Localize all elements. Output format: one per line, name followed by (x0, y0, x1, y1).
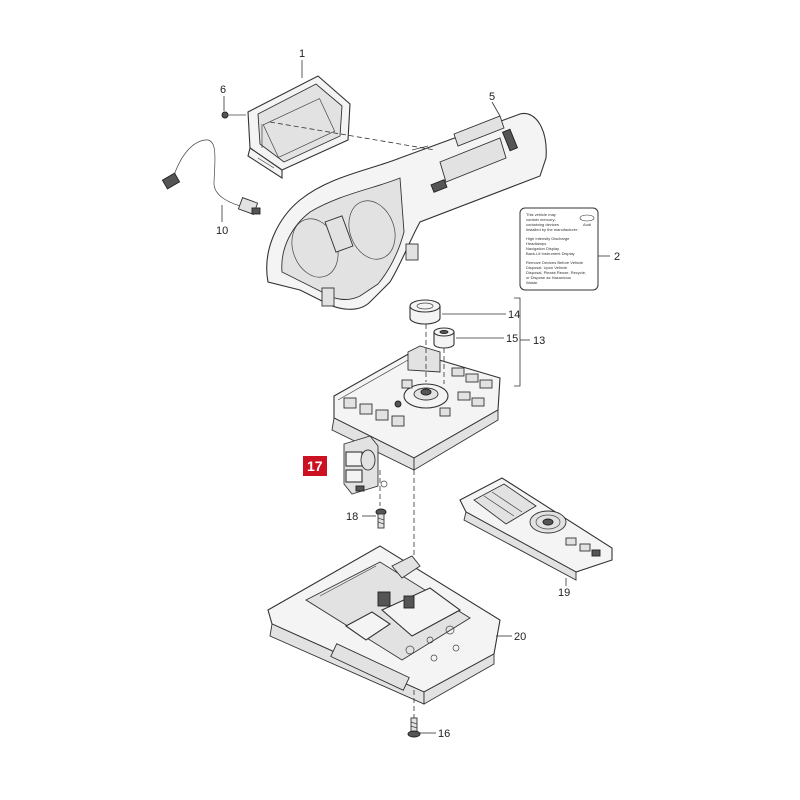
highlight-badge (303, 456, 327, 476)
screw-part-6 (221, 111, 246, 119)
label-line: containing devices (526, 222, 559, 227)
screw-part-18 (375, 508, 387, 529)
callout-20: 20 (514, 631, 526, 643)
navigation-display-part-1 (247, 75, 351, 180)
callout-1: 1 (299, 48, 305, 60)
label-line: This vehicle may (526, 212, 556, 217)
callout-2: 2 (614, 251, 620, 263)
label-line: Headlamps (526, 241, 546, 246)
callout-17: 17 (307, 458, 323, 474)
label-brand: Audi (583, 222, 591, 227)
callout-6: 6 (220, 84, 226, 96)
label-line: Disposal. Upon Vehicle (526, 265, 568, 270)
callout-19: 19 (558, 587, 570, 599)
callout-14: 14 (508, 309, 520, 321)
console-trim-part-20 (267, 545, 501, 705)
warning-label-part-2: Audi This vehicle may contain mercury- c… (519, 207, 599, 291)
label-line: contain mercury- (526, 217, 556, 222)
callout-15: 15 (506, 333, 518, 345)
wiring-harness-part-10 (161, 139, 261, 215)
label-line: Remove Devices Before Vehicle (526, 260, 584, 265)
callout-18: 18 (346, 511, 358, 523)
label-line: Waste. (526, 280, 538, 285)
label-line: installed by the manufacturer: (526, 227, 578, 232)
label-line: or Dispose as Hazardous (526, 275, 571, 280)
label-line: Disposal, Please Reuse, Recycle, (526, 270, 586, 275)
label-line: Navigation Display (526, 246, 559, 251)
callout-5: 5 (489, 91, 495, 103)
screw-part-16 (407, 717, 421, 738)
switch-module-part-17 (343, 435, 388, 495)
callout-10: 10 (216, 225, 228, 237)
label-line: High Intensity Discharge (526, 236, 570, 241)
label-line: Back-Lit Instrument Display (526, 251, 575, 256)
mmi-control-unit-part-13 (331, 345, 501, 471)
knob-part-14 (409, 299, 441, 325)
small-knob-part-15 (433, 327, 455, 349)
callout-13: 13 (533, 335, 545, 347)
remote-control-part-19 (459, 477, 613, 581)
dashboard-trim-part-5 (266, 112, 547, 310)
callout-16: 16 (438, 728, 450, 740)
